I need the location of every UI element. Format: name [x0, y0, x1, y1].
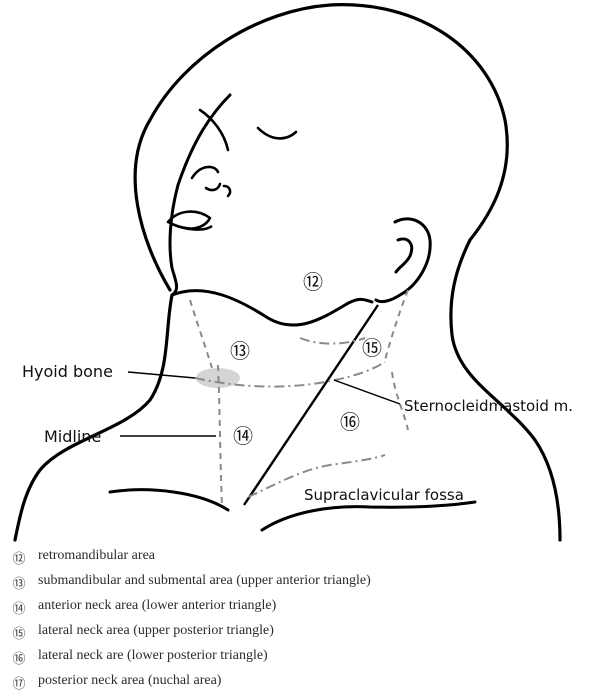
region-legend: ⑫ retromandibular area ⑬ submandibular a…	[0, 548, 615, 699]
legend-text: posterior neck area (nuchal area)	[38, 673, 221, 689]
supraclavicular-fossa-label: Supraclavicular fossa	[304, 486, 464, 504]
region-16-label: ⑯	[340, 411, 360, 434]
region-14-label: ⑭	[233, 425, 253, 448]
sternocleidomastoid-label: Sternocleidmastoid m.	[404, 397, 573, 415]
face-profile	[170, 95, 230, 295]
neck-back-outline	[451, 240, 560, 540]
scm-leader-line	[334, 380, 400, 404]
region-12-label: ⑫	[303, 271, 323, 294]
region-15-label: ⑮	[362, 337, 382, 360]
legend-text: lateral neck area (upper posterior trian…	[38, 623, 274, 639]
legend-text: anterior neck area (lower anterior trian…	[38, 598, 276, 614]
legend-number: ⑭	[8, 598, 30, 617]
neck-front-outline	[15, 295, 172, 540]
hyoid-bone-label: Hyoid bone	[22, 362, 113, 381]
ear	[376, 219, 430, 302]
legend-text: submandibular and submental area (upper …	[38, 573, 371, 589]
legend-text: retromandibular area	[38, 548, 155, 564]
nose	[192, 167, 230, 196]
legend-number: ⑯	[8, 648, 30, 667]
head-outline	[135, 5, 507, 290]
right-clavicle	[262, 502, 475, 530]
neck-anatomy-drawing: ⑫ ⑬ ⑭ ⑮ ⑯ Hyoid bone Midline Sternocleid…	[0, 0, 615, 545]
legend-number: ⑰	[8, 673, 30, 692]
legend-number: ⑮	[8, 623, 30, 642]
left-clavicle	[110, 490, 228, 510]
sternocleidomastoid-line	[244, 305, 378, 505]
midline-label: Midline	[44, 427, 101, 446]
region-13-label: ⑬	[230, 340, 250, 363]
legend-text: lateral neck are (lower posterior triang…	[38, 648, 268, 664]
anterior-boundary-dashed	[190, 300, 212, 368]
jaw-line	[172, 291, 372, 326]
mouth	[168, 212, 212, 230]
legend-number: ⑬	[8, 573, 30, 592]
legend-number: ⑫	[8, 548, 30, 567]
closed-eye	[258, 128, 296, 138]
